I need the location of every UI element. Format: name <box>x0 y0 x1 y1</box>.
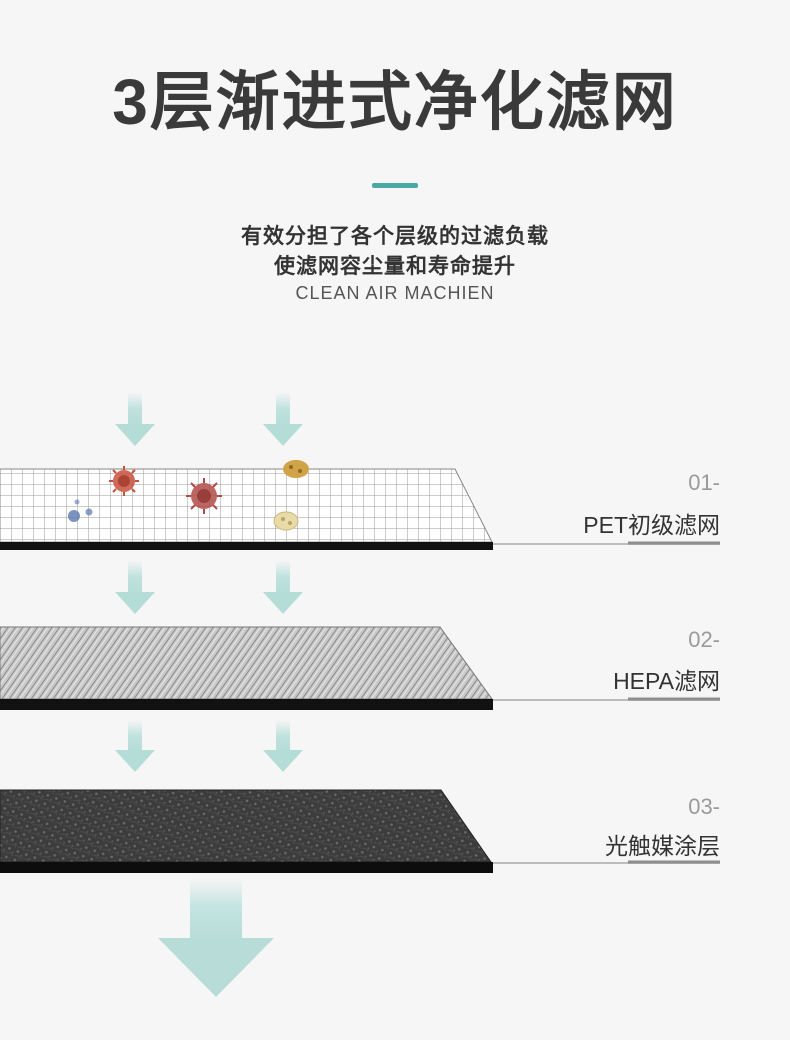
hepa-filter-layer <box>0 626 720 710</box>
airflow-arrow-icon <box>115 392 155 446</box>
airflow-arrow-icon <box>263 720 303 772</box>
clean-air-arrow-icon <box>158 878 274 997</box>
virus-icon <box>109 466 139 496</box>
layer-name-1: PET初级滤网 <box>583 512 720 538</box>
subtitle-english: CLEAN AIR MACHIEN <box>295 283 495 303</box>
layer-name-3: 光触媒涂层 <box>605 833 720 859</box>
page-title: 3层渐进式净化滤网 <box>112 66 678 138</box>
layer-number-1: 01- <box>688 470 720 495</box>
layer-number-2: 02- <box>688 627 720 652</box>
pollen-particle-icon <box>273 511 299 531</box>
layer-name-2: HEPA滤网 <box>613 668 720 694</box>
airflow-arrow-icon <box>115 560 155 614</box>
photocatalyst-layer <box>0 789 720 873</box>
airflow-arrow-icon <box>263 392 303 446</box>
virus-icon <box>186 478 222 514</box>
accent-divider <box>372 183 418 188</box>
bacteria-icon <box>68 499 93 522</box>
airflow-arrow-icon <box>263 560 303 614</box>
subtitle-line-1: 有效分担了各个层级的过滤负载 <box>241 223 549 248</box>
layer-number-3: 03- <box>688 794 720 819</box>
dust-particle-icon <box>283 460 309 478</box>
subtitle-line-2: 使滤网容尘量和寿命提升 <box>274 253 516 278</box>
airflow-arrow-icon <box>115 720 155 772</box>
